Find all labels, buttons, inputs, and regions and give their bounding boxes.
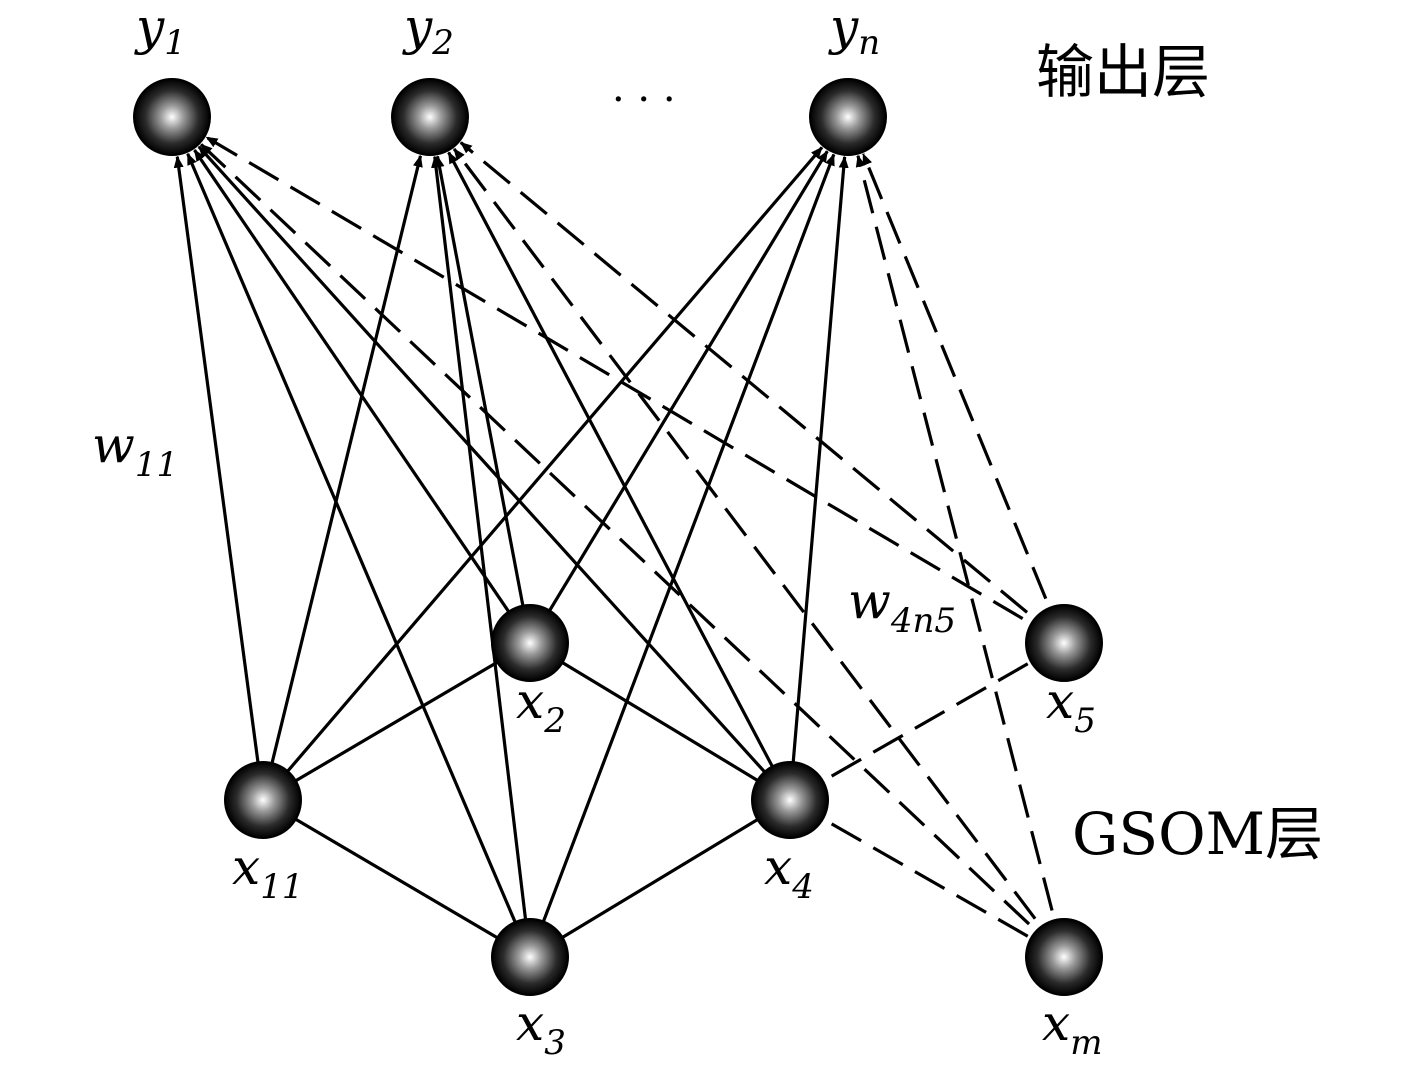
weight-edge-x11-y2 [261,154,423,801]
weight-edge-x3-y2 [431,155,532,958]
node-label-y2: y2 [402,0,454,63]
node-label-x5: x5 [1046,672,1096,741]
gsom-layer-label: GSOM层 [1072,800,1323,868]
weight-label-w11: w11 [92,416,178,485]
output-layer-label: 输出层 [1036,38,1210,106]
node-label-x2: x2 [516,672,566,741]
node-label-x11: x11 [232,838,303,907]
gsom-edge-x11-x2 [262,641,531,802]
node-x11 [224,761,302,839]
node-label-x3: x3 [516,994,566,1063]
gsom-edge-x11-x3 [262,798,531,959]
weight-edge-x3-y1 [186,152,532,958]
gsom-edge-x4-xm [789,798,1065,959]
weight-edge-x2-y2 [434,155,532,644]
node-label-xm: xm [1042,994,1102,1063]
node-label-x4: x4 [764,838,814,907]
nodes-group [133,78,1103,996]
weight-edge-xm-yn [855,154,1066,958]
weight-edges-group [173,135,1066,959]
node-label-y1: y1 [134,0,186,63]
node-y2 [391,78,469,156]
node-y1 [133,78,211,156]
weight-edge-x4-y2 [447,151,792,801]
weight-edge-x4-y1 [197,145,792,802]
gsom-edge-x3-x4 [529,798,791,959]
weight-edge-x2-yn [528,150,829,644]
node-label-yn: yn [828,0,880,63]
weight-edge-xm-y1 [200,143,1066,959]
weight-edge-xm-y2 [452,147,1066,958]
ellipsis: · · · [612,77,676,123]
node-yn [809,78,887,156]
weight-edge-x5-y2 [459,141,1066,645]
node-x4 [751,761,829,839]
weight-edge-x5-yn [861,153,1066,644]
weight-edge-x4-yn [788,155,849,801]
node-x3 [491,918,569,996]
gsom-edge-x2-x4 [529,641,791,802]
weight-label-w4n5: w4n5 [848,572,956,641]
weight-edge-x11-yn [261,146,824,802]
node-x2 [491,604,569,682]
gsom-edges-group [262,641,1065,959]
weight-edge-x3-yn [528,153,836,958]
weight-edge-x2-y1 [193,149,532,644]
gsom-edge-x4-x5 [789,641,1065,802]
node-xm [1025,918,1103,996]
node-x5 [1025,604,1103,682]
weight-edge-x11-y1 [173,155,265,801]
weight-edge-x5-y1 [205,135,1065,645]
